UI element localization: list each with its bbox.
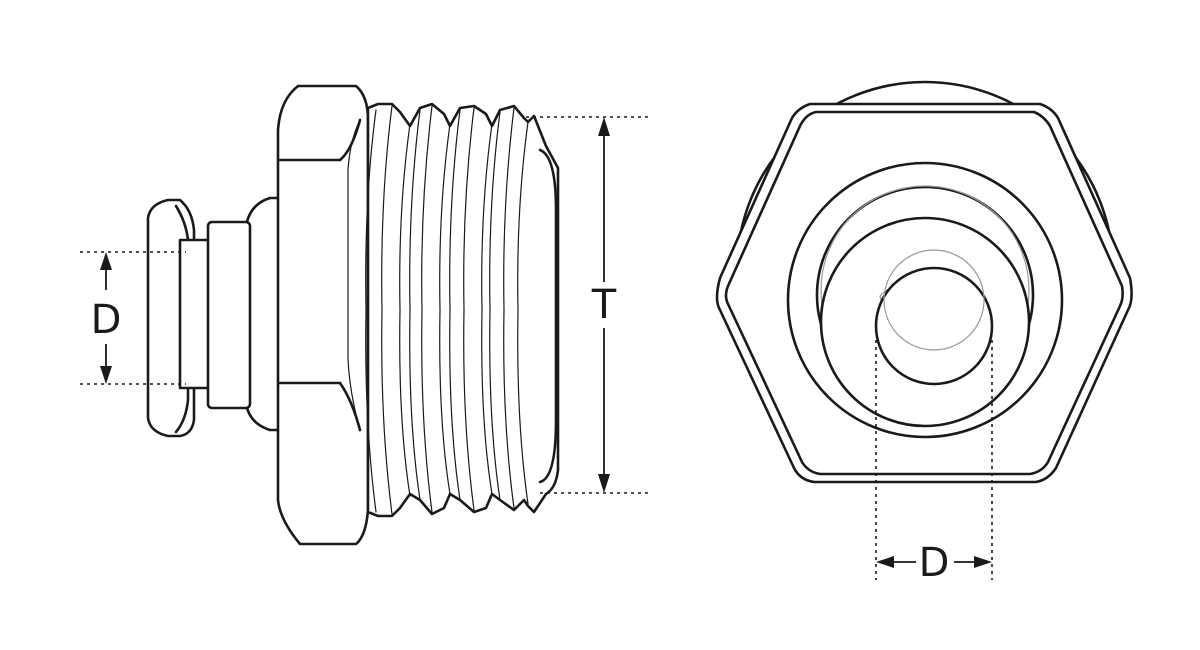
dimension-d-side-label: D	[91, 297, 122, 343]
side-view: T D	[80, 84, 652, 546]
dimension-d-front: D	[875, 340, 993, 586]
hex-nut-side	[276, 84, 370, 546]
thread-section	[365, 102, 560, 518]
dimension-t-label: T	[591, 282, 617, 328]
body-neck	[206, 196, 284, 432]
collet-shaft	[178, 238, 212, 390]
dimension-d-side: D	[80, 251, 186, 385]
dimension-d-front-label: D	[919, 540, 950, 586]
front-view: D	[715, 80, 1133, 586]
bore	[874, 266, 994, 386]
dimension-t: T	[526, 116, 652, 494]
